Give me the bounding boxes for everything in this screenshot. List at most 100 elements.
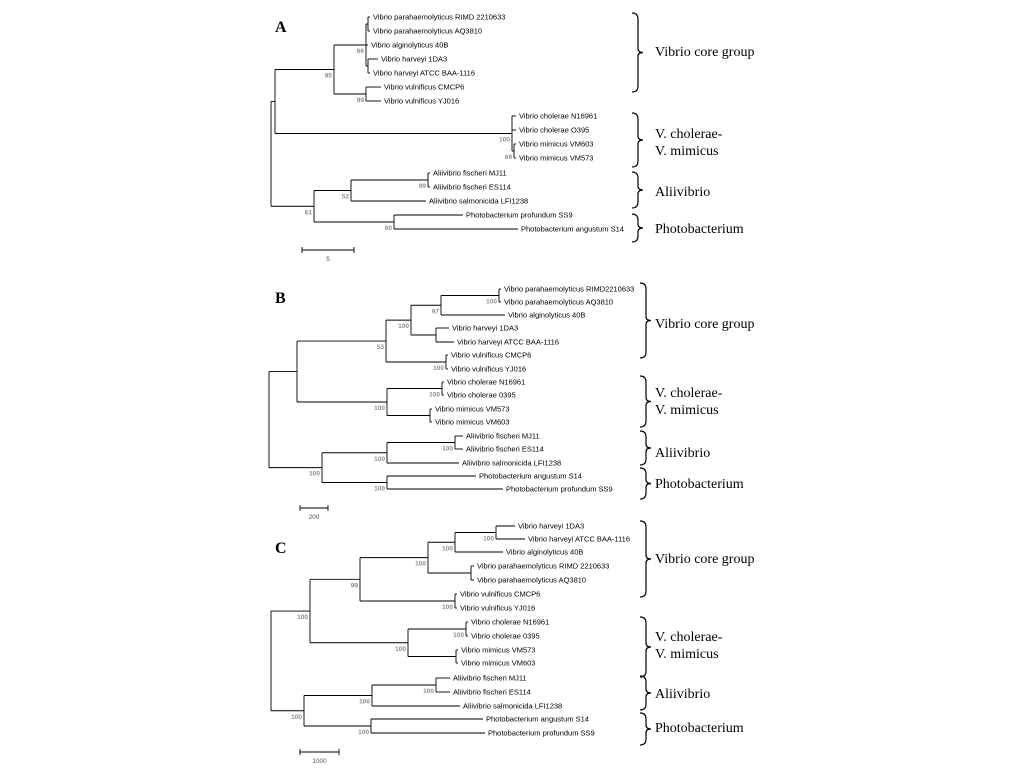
- scale-bar-label: 200: [309, 514, 320, 521]
- taxon-label: Vibrio parahaemolyticus RIMD2210633: [504, 285, 634, 294]
- bootstrap-value: 100: [291, 714, 302, 721]
- group-label-cholerae-mimicus-line2: V. mimicus: [655, 144, 719, 159]
- taxon-label: Vibrio harveyi 1DA3: [452, 324, 518, 333]
- bootstrap-value: 95: [325, 73, 333, 80]
- taxon-label: Vibrio parahaemolyticus RIMD 2210633: [373, 13, 505, 22]
- taxon-label: Vibrio mimicus VM603: [519, 140, 593, 149]
- group-label-photobacterium: Photobacterium: [655, 721, 744, 736]
- clade-bracket: [631, 171, 644, 209]
- taxon-label: Vibrio cholerae N16961: [471, 618, 549, 627]
- taxon-label: Vibrio harveyi ATCC BAA-1116: [457, 338, 559, 347]
- taxon-label: Vibrio harveyi ATCC BAA-1116: [528, 535, 630, 544]
- taxon-label: Vibrio harveyi ATCC BAA-1116: [373, 69, 475, 78]
- panel-label: A: [275, 19, 287, 36]
- group-label-cholerae-mimicus-line1: V. cholerae-: [655, 386, 723, 401]
- taxon-label: Aliivibrio salmonicida LFI1238: [429, 197, 528, 206]
- bootstrap-value: 100: [486, 299, 497, 306]
- taxon-label: Aliivibrio salmonicida LFI1238: [463, 702, 562, 711]
- group-label-cholerae-mimicus-line1: V. cholerae-: [655, 127, 723, 142]
- bootstrap-value: 99: [351, 582, 359, 589]
- taxon-label: Vibrio vulnificus YJ016: [384, 97, 459, 106]
- taxon-label: Vibrio mimicus VM573: [461, 646, 535, 655]
- taxon-label: Aliivibrio fischeri ES114: [466, 445, 544, 454]
- bootstrap-value: 60: [385, 225, 393, 232]
- bootstrap-value: 61: [305, 209, 313, 216]
- clade-bracket: [639, 282, 652, 359]
- clade-bracket: [639, 375, 652, 428]
- bootstrap-value: 99: [419, 183, 427, 190]
- bootstrap-value: 69: [505, 154, 513, 161]
- clade-bracket: [631, 213, 644, 243]
- taxon-label: Vibrio mimicus VM573: [435, 405, 509, 414]
- bootstrap-value: 100: [453, 632, 464, 639]
- group-label-vibrio-core: Vibrio core group: [655, 317, 754, 332]
- bootstrap-value: 100: [415, 561, 426, 568]
- bootstrap-value: 100: [483, 536, 494, 543]
- taxon-label: Vibrio cholerae 0395: [471, 632, 540, 641]
- taxon-label: Vibrio cholerae 0395: [447, 391, 516, 400]
- taxon-label: Vibrio mimicus VM573: [519, 154, 593, 163]
- group-label-cholerae-mimicus-line2: V. mimicus: [655, 647, 719, 662]
- bootstrap-value: 100: [442, 446, 453, 453]
- taxon-label: Vibrio alginolyticus 40B: [506, 548, 583, 557]
- bootstrap-value: 100: [395, 646, 406, 653]
- clade-bracket: [631, 12, 644, 93]
- taxon-label: Vibrio cholerae N16961: [447, 378, 525, 387]
- bootstrap-value: 100: [309, 471, 320, 478]
- clade-bracket: [639, 520, 652, 598]
- clade-bracket: [639, 430, 652, 466]
- scale-bar-label: 5: [326, 256, 330, 263]
- taxon-label: Vibrio cholerae O395: [519, 126, 589, 135]
- taxon-label: Photobacterium angustum S14: [479, 472, 582, 481]
- group-label-aliivibrio: Aliivibrio: [655, 446, 710, 461]
- clade-bracket: [639, 712, 652, 746]
- taxon-label: Vibrio vulnificus YJ016: [451, 365, 526, 374]
- clade-bracket: [639, 467, 652, 500]
- bootstrap-value: 100: [398, 323, 409, 330]
- bootstrap-value: 100: [499, 137, 510, 144]
- taxon-label: Photobacterium profundum SS9: [488, 729, 595, 738]
- taxon-label: Photobacterium angustum S14: [486, 715, 589, 724]
- group-label-aliivibrio: Aliivibrio: [655, 687, 710, 702]
- group-label-vibrio-core: Vibrio core group: [655, 45, 754, 60]
- taxon-label: Vibrio parahaemolyticus AQ3810: [504, 298, 613, 307]
- taxon-label: Aliivibrio fischeri MJ11: [453, 674, 527, 683]
- bootstrap-value: 99: [357, 97, 365, 104]
- taxon-label: Vibrio harveyi 1DA3: [381, 55, 447, 64]
- group-label-photobacterium: Photobacterium: [655, 222, 744, 237]
- bootstrap-value: 100: [359, 699, 370, 706]
- taxon-label: Vibrio vulnificus CMCP6: [451, 351, 531, 360]
- bootstrap-value: 100: [358, 729, 369, 736]
- taxon-label: Photobacterium profundum SS9: [466, 211, 573, 220]
- taxon-label: Aliivibrio fischeri ES114: [453, 688, 531, 697]
- taxon-label: Vibrio parahaemolyticus AQ3810: [373, 27, 482, 36]
- bootstrap-value: 100: [297, 614, 308, 621]
- bootstrap-value: 100: [442, 545, 453, 552]
- group-label-cholerae-mimicus-line2: V. mimicus: [655, 403, 719, 418]
- taxon-label: Vibrio alginolyticus 40B: [371, 41, 448, 50]
- bootstrap-value: 100: [374, 486, 385, 493]
- taxon-label: Vibrio mimicus VM603: [435, 418, 509, 427]
- group-label-vibrio-core: Vibrio core group: [655, 552, 754, 567]
- clade-bracket: [639, 675, 652, 711]
- taxon-label: Vibrio harveyi 1DA3: [518, 522, 584, 531]
- clade-bracket: [631, 112, 644, 168]
- taxon-label: Vibrio parahaemolyticus AQ3810: [477, 576, 586, 585]
- bootstrap-value: 100: [423, 688, 434, 695]
- taxon-label: Vibrio cholerae N16961: [519, 112, 597, 121]
- taxon-label: Aliivibrio fischeri ES114: [433, 183, 511, 192]
- taxon-label: Vibrio parahaemolyticus RIMD 2210633: [477, 562, 609, 571]
- taxon-label: Vibrio alginolyticus 40B: [508, 311, 585, 320]
- taxon-label: Photobacterium profundum SS9: [506, 485, 613, 494]
- clade-bracket: [639, 616, 652, 678]
- tree-panel-a: A Vibrio core group V. cholerae- V. mimicus…: [270, 12, 754, 263]
- bootstrap-value: 52: [342, 194, 350, 201]
- taxon-label: Vibrio mimicus VM603: [461, 659, 535, 668]
- taxon-label: Aliivibrio fischeri MJ11: [466, 432, 540, 441]
- group-label-cholerae-mimicus-line1: V. cholerae-: [655, 630, 723, 645]
- group-label-aliivibrio: Aliivibrio: [655, 185, 710, 200]
- bootstrap-value: 66: [357, 48, 365, 55]
- bootstrap-value: 100: [374, 405, 385, 412]
